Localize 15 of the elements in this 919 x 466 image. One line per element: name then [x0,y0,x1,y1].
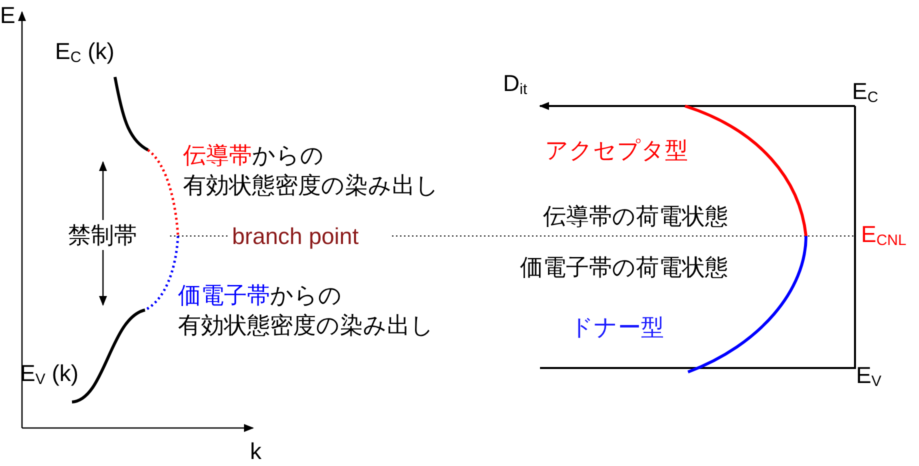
axis-label: E [0,1,16,30]
annotation-text: アクセプタ型 [545,136,688,165]
energy-level-label: E$_{V}$ [856,361,882,392]
annotation-text: 価電子帯の荷電状態 [520,253,728,282]
band-edge-label: E$_{C}$ (k) [55,37,114,68]
annotation-text: 禁制帯 [68,220,137,250]
axis-label: k [250,437,262,466]
energy-level-label: E$_{C}$ [852,77,878,108]
annotation-text: ドナー型 [570,313,664,342]
annotation-text: branch point [232,222,359,251]
axis-label: D$_{it}$ [503,69,528,100]
annotation-text: 伝導帯からの有効状態密度の染み出し [183,141,440,200]
annotation-text: 伝導帯の荷電状態 [543,202,728,231]
energy-level-label: E$_{CNL}$ [861,220,906,251]
annotation-text: 価電子帯からの有効状態密度の染み出し [178,281,435,340]
